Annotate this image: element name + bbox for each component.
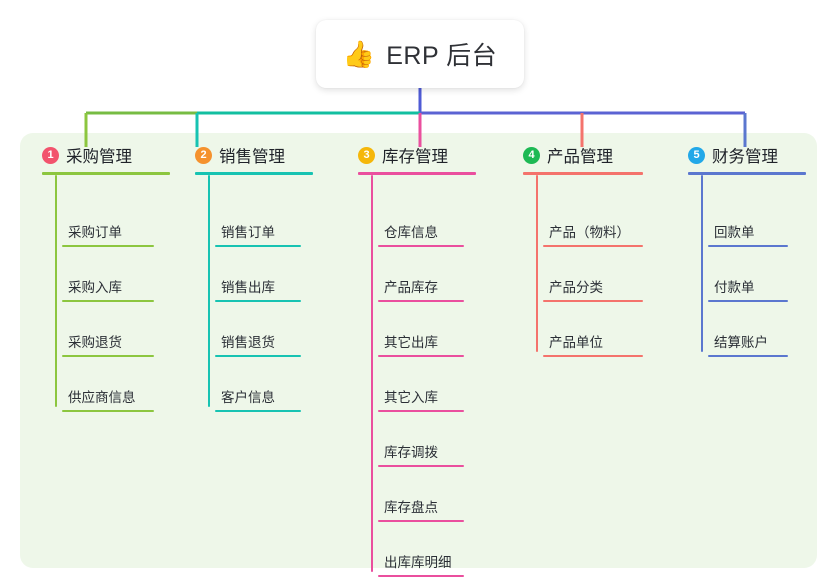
leaf-item[interactable]: 客户信息 (215, 386, 301, 412)
leaf-item-label: 销售订单 (221, 225, 275, 240)
leaf-item[interactable]: 采购退货 (62, 331, 154, 357)
branch-underline-5 (688, 172, 806, 175)
leaf-item[interactable]: 销售退货 (215, 331, 301, 357)
leaf-item-underline (378, 575, 464, 577)
leaf-item[interactable]: 采购入库 (62, 276, 154, 302)
branch-underline-3 (358, 172, 476, 175)
leaf-item-underline (378, 465, 464, 467)
thumbs-up-icon: 👍 (342, 39, 376, 69)
branch-title-3: 库存管理 (382, 148, 448, 166)
leaf-item-label: 销售出库 (221, 280, 275, 295)
branch-badge-5: 5 (688, 146, 705, 164)
leaf-item[interactable]: 销售订单 (215, 221, 301, 247)
branch-title-1: 采购管理 (66, 148, 132, 166)
leaf-item-label: 采购订单 (68, 225, 122, 240)
branch-title-2: 销售管理 (219, 148, 285, 166)
leaf-item-underline (543, 355, 643, 357)
leaf-item[interactable]: 付款单 (708, 276, 788, 302)
leaf-item-label: 产品分类 (549, 280, 603, 295)
leaf-item-label: 其它入库 (384, 390, 438, 405)
branch-spine-1 (55, 175, 57, 407)
leaf-item-label: 产品（物料） (549, 225, 630, 240)
branch-title-4: 产品管理 (547, 148, 613, 166)
leaf-item-underline (215, 355, 301, 357)
branch-spine-5 (701, 175, 703, 352)
leaf-item-underline (215, 300, 301, 302)
leaf-item-label: 销售退货 (221, 335, 275, 350)
branch-underline-1 (42, 172, 170, 175)
leaf-item[interactable]: 产品单位 (543, 331, 643, 357)
leaf-item-label: 采购入库 (68, 280, 122, 295)
branch-header-5[interactable]: 5 财务管理 (688, 143, 778, 167)
branch-underline-4 (523, 172, 643, 175)
leaf-item-label: 采购退货 (68, 335, 122, 350)
branch-header-3[interactable]: 3 库存管理 (358, 143, 448, 167)
leaf-item[interactable]: 其它出库 (378, 331, 464, 357)
branch-badge-3: 3 (358, 146, 375, 164)
leaf-item[interactable]: 回款单 (708, 221, 788, 247)
leaf-item[interactable]: 仓库信息 (378, 221, 464, 247)
leaf-item-underline (708, 245, 788, 247)
leaf-item-underline (62, 410, 154, 412)
leaf-item-label: 库存调拨 (384, 445, 438, 460)
leaf-item-label: 供应商信息 (68, 390, 136, 405)
leaf-item[interactable]: 库存盘点 (378, 496, 464, 522)
leaf-item-label: 仓库信息 (384, 225, 438, 240)
leaf-item[interactable]: 产品分类 (543, 276, 643, 302)
branch-header-2[interactable]: 2 销售管理 (195, 143, 285, 167)
leaf-item-label: 库存盘点 (384, 500, 438, 515)
leaf-item-label: 出库库明细 (384, 555, 452, 570)
branch-spine-4 (536, 175, 538, 352)
leaf-item-underline (543, 245, 643, 247)
branch-columns: 1 采购管理采购订单采购入库采购退货供应商信息 2 销售管理销售订单销售出库销售退货客… (20, 133, 817, 577)
leaf-item-underline (215, 245, 301, 247)
leaf-item[interactable]: 出库库明细 (378, 551, 464, 577)
leaf-item-underline (378, 245, 464, 247)
branch-badge-1: 1 (42, 146, 59, 164)
diagram-panel (20, 133, 817, 568)
leaf-item-underline (708, 300, 788, 302)
branch-header-4[interactable]: 4 产品管理 (523, 143, 613, 167)
branch-spine-3 (371, 175, 373, 572)
branch-spine-2 (208, 175, 210, 407)
branch-badge-4: 4 (523, 146, 540, 164)
leaf-item-label: 产品单位 (549, 335, 603, 350)
leaf-item[interactable]: 产品库存 (378, 276, 464, 302)
leaf-item[interactable]: 结算账户 (708, 331, 788, 357)
leaf-item[interactable]: 其它入库 (378, 386, 464, 412)
leaf-item-underline (215, 410, 301, 412)
leaf-item-underline (378, 520, 464, 522)
leaf-item-underline (62, 245, 154, 247)
leaf-item-label: 回款单 (714, 225, 755, 240)
leaf-item-label: 结算账户 (714, 335, 768, 350)
leaf-item[interactable]: 库存调拨 (378, 441, 464, 467)
branch-header-1[interactable]: 1 采购管理 (42, 143, 132, 167)
leaf-item-underline (543, 300, 643, 302)
root-node-title: ERP 后台 (386, 42, 498, 70)
branch-title-5: 财务管理 (712, 148, 778, 166)
leaf-item-underline (708, 355, 788, 357)
leaf-item-label: 付款单 (714, 280, 755, 295)
branch-badge-2: 2 (195, 146, 212, 164)
leaf-item[interactable]: 供应商信息 (62, 386, 154, 412)
leaf-item-underline (62, 300, 154, 302)
leaf-item-underline (378, 300, 464, 302)
leaf-item-underline (378, 410, 464, 412)
leaf-item-underline (378, 355, 464, 357)
leaf-item[interactable]: 产品（物料） (543, 221, 643, 247)
root-node[interactable]: 👍 ERP 后台 (316, 20, 524, 88)
leaf-item-label: 产品库存 (384, 280, 438, 295)
leaf-item[interactable]: 销售出库 (215, 276, 301, 302)
branch-underline-2 (195, 172, 313, 175)
leaf-item-underline (62, 355, 154, 357)
leaf-item[interactable]: 采购订单 (62, 221, 154, 247)
leaf-item-label: 其它出库 (384, 335, 438, 350)
leaf-item-label: 客户信息 (221, 390, 275, 405)
